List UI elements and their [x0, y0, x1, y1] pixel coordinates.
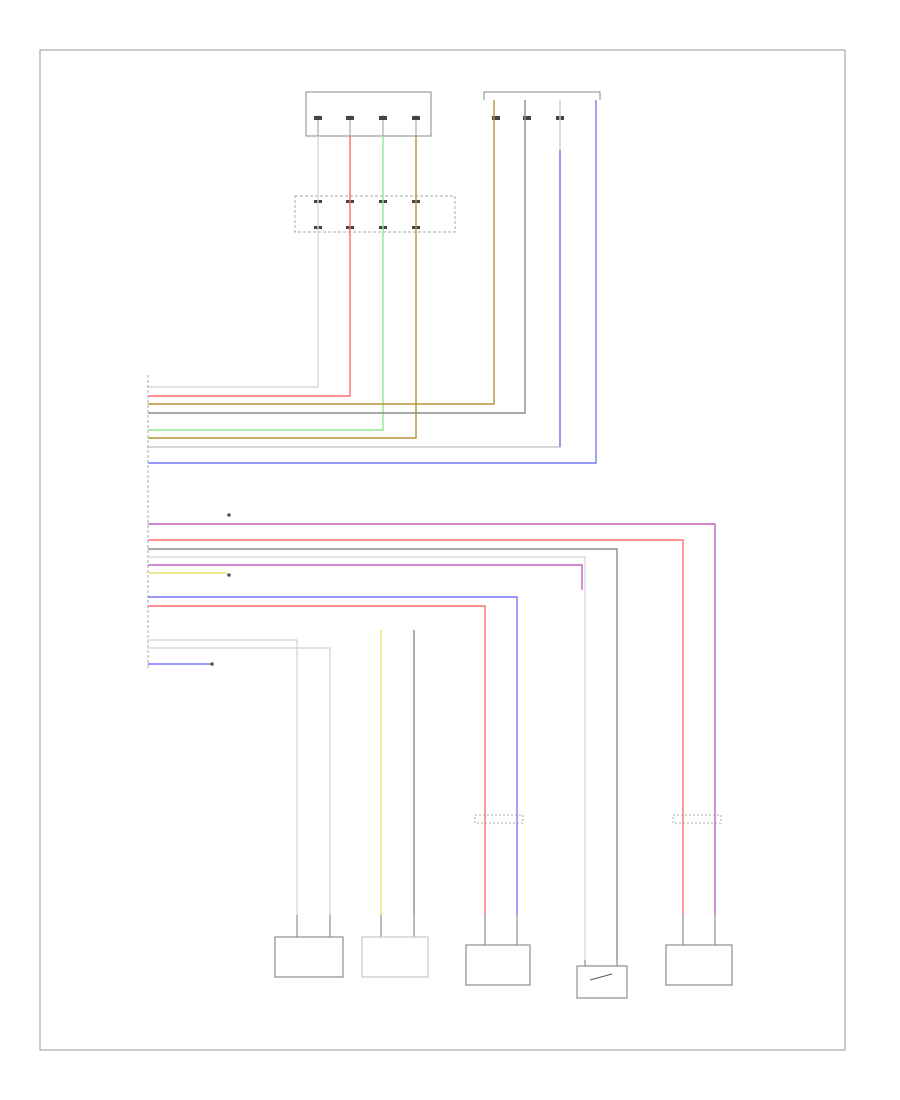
wire-red-1	[148, 136, 351, 397]
wire-gray-2	[148, 548, 618, 960]
wire-white-4	[148, 639, 298, 915]
wire-blue-3	[148, 596, 518, 915]
wire-gray-1	[148, 100, 526, 414]
diagram-frame	[39, 49, 846, 1051]
wire-white-2	[148, 100, 561, 448]
wire-white-3	[148, 556, 586, 960]
bottom-component-5	[665, 915, 733, 986]
wire-brown-2	[148, 136, 417, 439]
mid-connectors	[474, 814, 722, 824]
wire-red-3	[148, 605, 486, 915]
wire-brown-1	[148, 100, 495, 405]
wire-blue-1	[148, 100, 597, 464]
bottom-component-3	[465, 915, 531, 986]
bottom-component-2	[361, 915, 429, 978]
bottom-wires	[148, 523, 716, 960]
bottom-component-4	[576, 960, 628, 999]
wire-purple-2	[148, 564, 583, 590]
wire-green-1	[148, 136, 384, 431]
wire-white-1	[148, 136, 319, 388]
inline-connector	[294, 195, 456, 233]
bottom-component-1	[274, 915, 344, 978]
top-connector-left	[305, 91, 432, 137]
wire-white-5	[148, 647, 331, 915]
wire-red-2	[148, 539, 684, 915]
top-connector-right	[483, 91, 601, 120]
wire-purple-1	[148, 523, 716, 915]
top-wires	[148, 100, 597, 464]
splice-notes	[210, 513, 231, 666]
